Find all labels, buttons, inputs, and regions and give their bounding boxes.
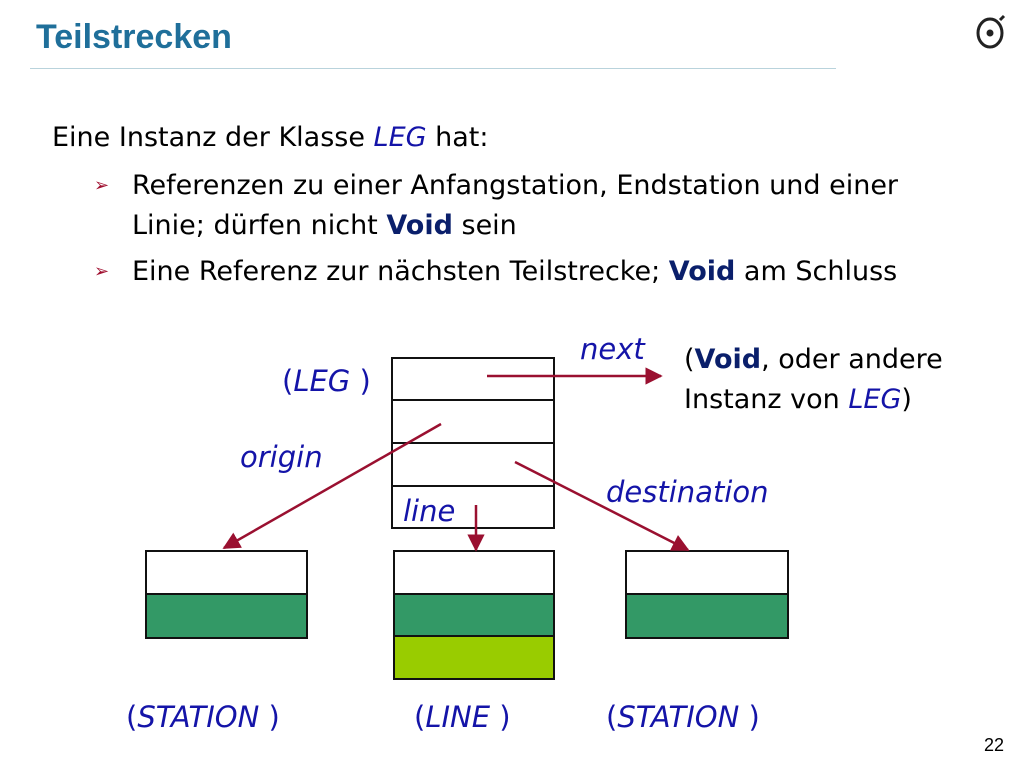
- note-open: (: [684, 344, 695, 375]
- intro-after: hat:: [426, 122, 489, 153]
- intro-before: Eine Instanz der Klasse: [52, 122, 374, 153]
- bullet-keyword: Void: [668, 256, 736, 287]
- destination-label: destination: [606, 475, 769, 509]
- station-right-object: [625, 550, 789, 639]
- paren-close: ): [748, 700, 760, 734]
- paren-open: (: [282, 364, 294, 398]
- bullet-text-end: am Schluss: [735, 256, 898, 287]
- leg-field-destination: [391, 442, 555, 487]
- paren-open: (: [126, 700, 138, 734]
- paren-open: (: [606, 700, 618, 734]
- paren-close: ): [499, 700, 511, 734]
- station-left-object: [145, 550, 308, 639]
- note-class-name: LEG: [848, 384, 902, 415]
- line-top: [393, 550, 555, 595]
- note-close: ): [901, 384, 912, 415]
- leg-field-origin: [391, 399, 555, 444]
- station-left-type-label: (STATION ): [126, 700, 280, 734]
- line-label: line: [403, 494, 456, 528]
- page-number: 22: [983, 735, 1004, 755]
- paren-close: ): [359, 364, 371, 398]
- type-name: STATION: [137, 700, 269, 734]
- line-object: [393, 550, 555, 680]
- station-right-type-label: (STATION ): [606, 700, 760, 734]
- destination-arrow: [514, 460, 690, 552]
- origin-label: origin: [240, 440, 323, 474]
- next-label: next: [580, 332, 645, 366]
- bullet-text-end: sein: [452, 210, 517, 241]
- bullet-keyword: Void: [386, 210, 453, 241]
- intro-class-name: LEG: [373, 122, 427, 153]
- line-middle: [393, 593, 555, 637]
- paren-open: (: [414, 700, 426, 734]
- bullet-item: ➢ Referenzen zu einer Anfangstation, End…: [92, 166, 972, 246]
- station-right-top: [625, 550, 789, 595]
- title-divider: [30, 68, 836, 69]
- eiffel-logo-icon: [976, 14, 1006, 49]
- type-name: STATION: [617, 700, 749, 734]
- intro-text: Eine Instanz der Klasse LEG hat:: [52, 118, 489, 158]
- origin-arrow: [222, 422, 442, 550]
- note-keyword: Void: [694, 344, 762, 375]
- bullet-text: Eine Referenz zur nächsten Teilstrecke;: [132, 256, 669, 287]
- bullet-item: ➢ Eine Referenz zur nächsten Teilstrecke…: [92, 252, 972, 292]
- bullet-text: Referenzen zu einer Anfangstation, Endst…: [132, 170, 899, 241]
- arrow-bullet-icon: ➢: [94, 261, 110, 282]
- type-name: LINE: [425, 700, 500, 734]
- leg-type-label: (LEG ): [282, 364, 371, 398]
- station-left-body: [145, 593, 308, 639]
- note-middle: , oder andere Instanz von: [684, 344, 943, 415]
- slide-title: Teilstrecken: [36, 18, 232, 56]
- line-bottom: [393, 635, 555, 680]
- paren-close: ): [268, 700, 280, 734]
- line-type-label: (LINE ): [414, 700, 511, 734]
- next-note: (Void, oder andere Instanz von LEG): [684, 340, 944, 420]
- station-left-top: [145, 550, 308, 595]
- type-name: LEG: [293, 364, 360, 398]
- leg-field-line: [391, 485, 555, 529]
- leg-field-next: [391, 357, 555, 401]
- station-right-body: [625, 593, 789, 639]
- arrow-bullet-icon: ➢: [94, 175, 110, 196]
- bullet-list: ➢ Referenzen zu einer Anfangstation, End…: [92, 166, 972, 298]
